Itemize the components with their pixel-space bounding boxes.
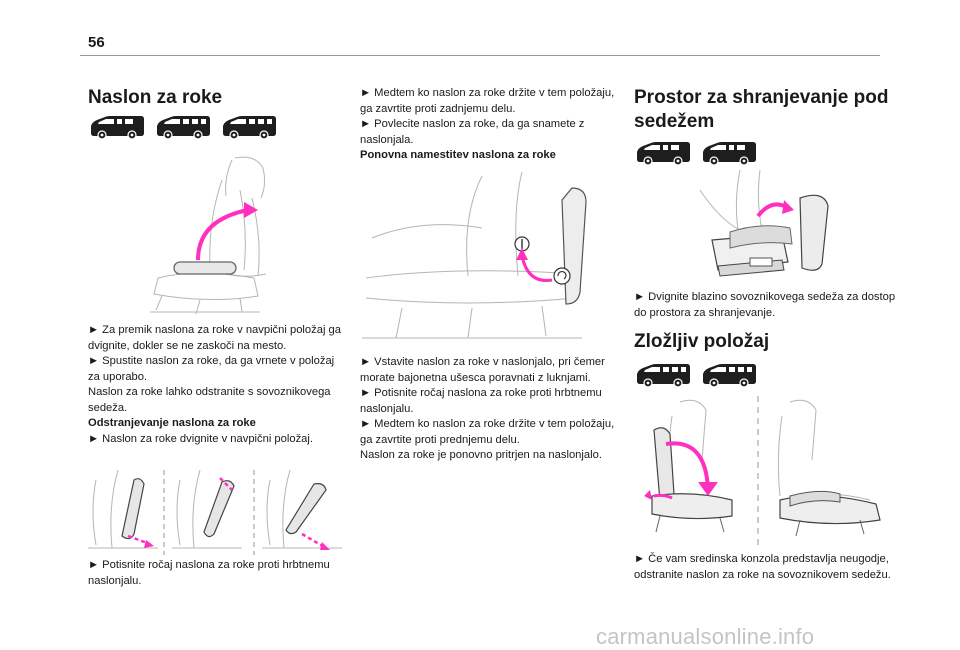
- watermark-text: carmanualsonline.info: [596, 624, 815, 649]
- subheading-refit: Ponovna namestitev naslona za roke: [360, 149, 556, 161]
- seat-armrest-refit-illustration: [362, 171, 587, 339]
- van-icon: [88, 114, 146, 140]
- paragraph: ► Medtem ko naslon za roke držite v tem …: [360, 418, 615, 446]
- paragraph: ► Dvignite blazino sovoznikovega sedeža …: [634, 291, 896, 319]
- van-icon: [634, 362, 692, 388]
- van-icon: [700, 362, 758, 388]
- paragraph: Naslon za roke je ponovno pritrjen na na…: [360, 449, 602, 461]
- van-icon: [700, 140, 758, 166]
- armrest-remove-continued: ► Medtem ko naslon za roke držite v tem …: [360, 86, 622, 164]
- subheading-removal: Odstranjevanje naslona za roke: [88, 417, 256, 429]
- van-icon: [154, 114, 212, 140]
- paragraph: ► Če vam sredinska konzola predstavlja n…: [634, 553, 891, 581]
- paragraph: ► Povlecite naslon za roke, da ga snamet…: [360, 118, 585, 146]
- header-divider: [80, 55, 880, 56]
- paragraph: ► Potisnite ročaj naslona za roke proti …: [88, 559, 330, 587]
- vehicle-variants-col3b: [634, 362, 758, 388]
- storage-instruction: ► Dvignite blazino sovoznikovega sedeža …: [634, 290, 896, 321]
- armrest-refit-instructions: ► Vstavite naslon za roke v naslonjalo, …: [360, 355, 622, 464]
- push-handle-instruction: ► Potisnite ročaj naslona za roke proti …: [88, 558, 348, 589]
- paragraph: ► Naslon za roke dvignite v navpični pol…: [88, 432, 313, 445]
- paragraph: ► Medtem ko naslon za roke držite v tem …: [360, 87, 615, 115]
- paragraph: ► Potisnite ročaj naslona za roke proti …: [360, 387, 602, 415]
- armrest-removal-steps-illustration: [88, 469, 342, 555]
- under-seat-storage-illustration: [699, 169, 829, 277]
- vehicle-variants-col1: [88, 114, 278, 140]
- van-icon: [220, 114, 278, 140]
- armrest-instructions: ► Za premik naslona za roke v navpični p…: [88, 323, 348, 447]
- section-title-storage: Prostor za shranjevanje pod sedežem: [634, 87, 889, 132]
- vehicle-variants-col3a: [634, 140, 758, 166]
- folding-position-illustration: [644, 396, 881, 546]
- seat-armrest-raise-illustration: [150, 156, 267, 315]
- page-number: 56: [88, 34, 105, 51]
- section-title-fold: Zložljiv položaj: [634, 331, 770, 352]
- van-icon: [634, 140, 692, 166]
- paragraph: ► Za premik naslona za roke v navpični p…: [88, 324, 341, 352]
- paragraph: ► Vstavite naslon za roke v naslonjalo, …: [360, 356, 605, 384]
- paragraph: ► Spustite naslon za roke, da ga vrnete …: [88, 355, 335, 383]
- section-title-armrest: Naslon za roke: [88, 87, 223, 108]
- paragraph: Naslon za roke lahko odstranite s sovozn…: [88, 386, 331, 414]
- fold-instruction: ► Če vam sredinska konzola predstavlja n…: [634, 552, 896, 583]
